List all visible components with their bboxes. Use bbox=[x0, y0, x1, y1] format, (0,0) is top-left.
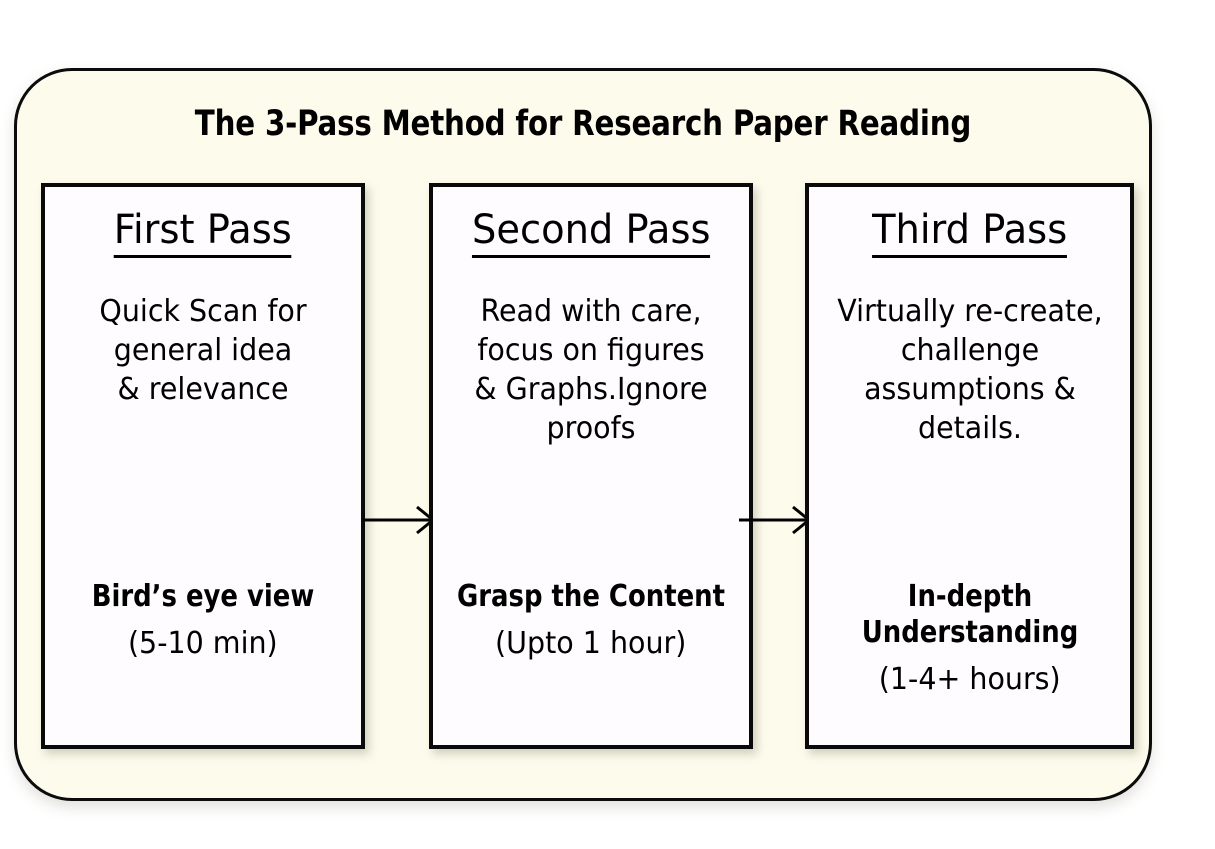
pass-heading-third: Third Pass bbox=[871, 209, 1068, 258]
arrow-second-to-third-icon bbox=[739, 505, 813, 535]
pass-description-first: Quick Scan for general idea & relevance bbox=[99, 294, 307, 407]
pass-duration-third: (1-4+ hours) bbox=[878, 662, 1061, 697]
pass-description-third: Virtually re-create, challenge assumptio… bbox=[836, 294, 1103, 446]
pass-heading-first: First Pass bbox=[113, 209, 292, 258]
diagram-container: The 3-Pass Method for Research Paper Rea… bbox=[14, 68, 1152, 801]
pass-duration-second: (Upto 1 hour) bbox=[495, 626, 687, 661]
pass-row: First Pass Quick Scan for general idea &… bbox=[41, 183, 1134, 751]
pass-outcome-first: Bird’s eye view bbox=[91, 579, 315, 615]
pass-outcome-third: In-depth Understanding bbox=[861, 578, 1078, 651]
pass-card-third[interactable]: Third Pass Virtually re-create, challeng… bbox=[805, 183, 1134, 749]
pass-card-first[interactable]: First Pass Quick Scan for general idea &… bbox=[41, 183, 365, 749]
page-title: The 3-Pass Method for Research Paper Rea… bbox=[194, 104, 972, 144]
pass-outcome-second: Grasp the Content bbox=[456, 579, 726, 615]
pass-duration-first: (5-10 min) bbox=[128, 626, 278, 661]
pass-heading-second: Second Pass bbox=[471, 209, 711, 258]
arrow-first-to-second-icon bbox=[363, 505, 437, 535]
pass-card-second[interactable]: Second Pass Read with care, focus on fig… bbox=[429, 183, 753, 749]
pass-description-second: Read with care, focus on figures & Graph… bbox=[474, 294, 708, 446]
